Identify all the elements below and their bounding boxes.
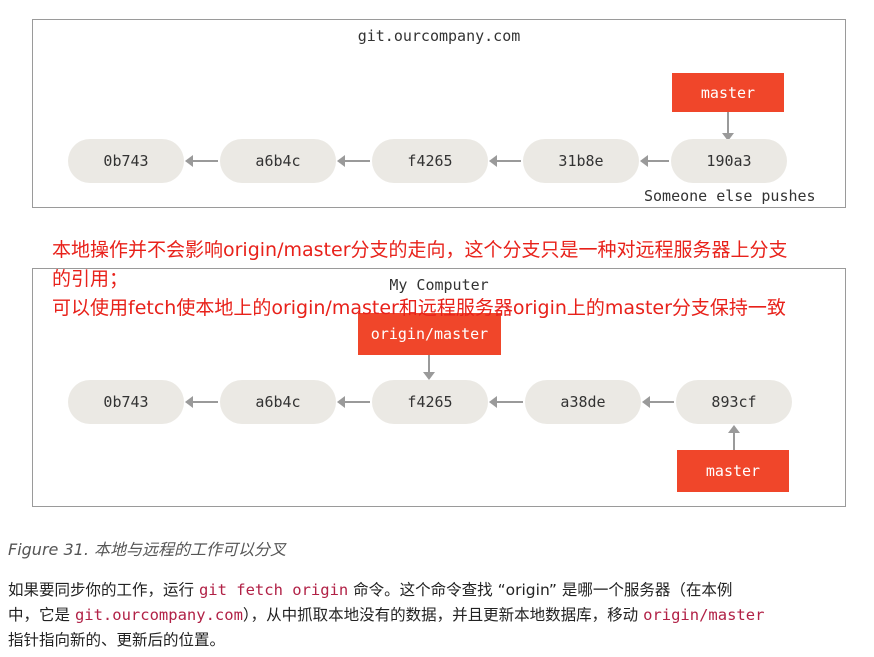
remote-parent-arrow-2 <box>337 155 370 167</box>
local-master-ref: master <box>677 450 789 492</box>
local-commit-4: a38de <box>525 380 641 424</box>
remote-commit-4: 31b8e <box>523 139 639 183</box>
remote-parent-arrow-1 <box>185 155 218 167</box>
body-paragraph: 如果要同步你的工作，运行 git fetch origin 命令。这个命令查找 … <box>8 578 868 653</box>
paragraph-line-3: 指针指向新的、更新后的位置。 <box>8 631 226 649</box>
remote-master-pointer-arrow <box>722 112 734 141</box>
figure-caption: Figure 31. 本地与远程的工作可以分叉 <box>8 540 286 559</box>
annotation-line-2: 的引用； <box>52 268 129 290</box>
origin-master-pointer-arrow <box>423 355 435 380</box>
local-commit-3: f4265 <box>372 380 488 424</box>
remote-master-ref: master <box>672 73 784 112</box>
annotation-line-3: 可以使用fetch使本地上的origin/master和远程服务器origin上… <box>52 297 786 319</box>
local-parent-arrow-4 <box>642 396 674 408</box>
paragraph-text-4: ），从中抓取本地没有的数据，并且更新本地数据库，移动 <box>242 606 644 624</box>
remote-commit-2: a6b4c <box>220 139 336 183</box>
local-parent-arrow-3 <box>489 396 523 408</box>
remote-commit-3: f4265 <box>372 139 488 183</box>
local-commit-5: 893cf <box>676 380 792 424</box>
inline-code-origin-master: origin/master <box>643 606 765 624</box>
remote-commit-5: 190a3 <box>671 139 787 183</box>
remote-commit-1: 0b743 <box>68 139 184 183</box>
local-commit-2: a6b4c <box>220 380 336 424</box>
local-commit-1: 0b743 <box>68 380 184 424</box>
annotation-line-1: 本地操作并不会影响origin/master分支的走向，这个分支只是一种对远程服… <box>52 239 788 261</box>
paragraph-text-2: 命令。这个命令查找 “origin” 是哪一个服务器（在本例 <box>348 581 733 599</box>
local-panel-title: My Computer <box>389 276 489 294</box>
paragraph-text-3: 中，它是 <box>8 606 75 624</box>
paragraph-text-1: 如果要同步你的工作，运行 <box>8 581 199 599</box>
annotation-note: 本地操作并不会影响origin/master分支的走向，这个分支只是一种对远程服… <box>52 236 867 323</box>
inline-code-git-fetch: git fetch origin <box>198 581 349 599</box>
local-parent-arrow-2 <box>337 396 370 408</box>
local-master-pointer-arrow <box>728 425 740 450</box>
inline-code-server: git.ourcompany.com <box>74 606 243 624</box>
remote-panel-title: git.ourcompany.com <box>357 27 521 45</box>
remote-parent-arrow-3 <box>489 155 521 167</box>
local-parent-arrow-1 <box>185 396 218 408</box>
origin-master-ref: origin/master <box>358 313 501 355</box>
paragraph-line-2: 中，它是 git.ourcompany.com），从中抓取本地没有的数据，并且更… <box>8 603 868 628</box>
remote-panel-footer: Someone else pushes <box>644 187 816 205</box>
remote-parent-arrow-4 <box>640 155 669 167</box>
paragraph-line-1: 如果要同步你的工作，运行 git fetch origin 命令。这个命令查找 … <box>8 578 868 603</box>
